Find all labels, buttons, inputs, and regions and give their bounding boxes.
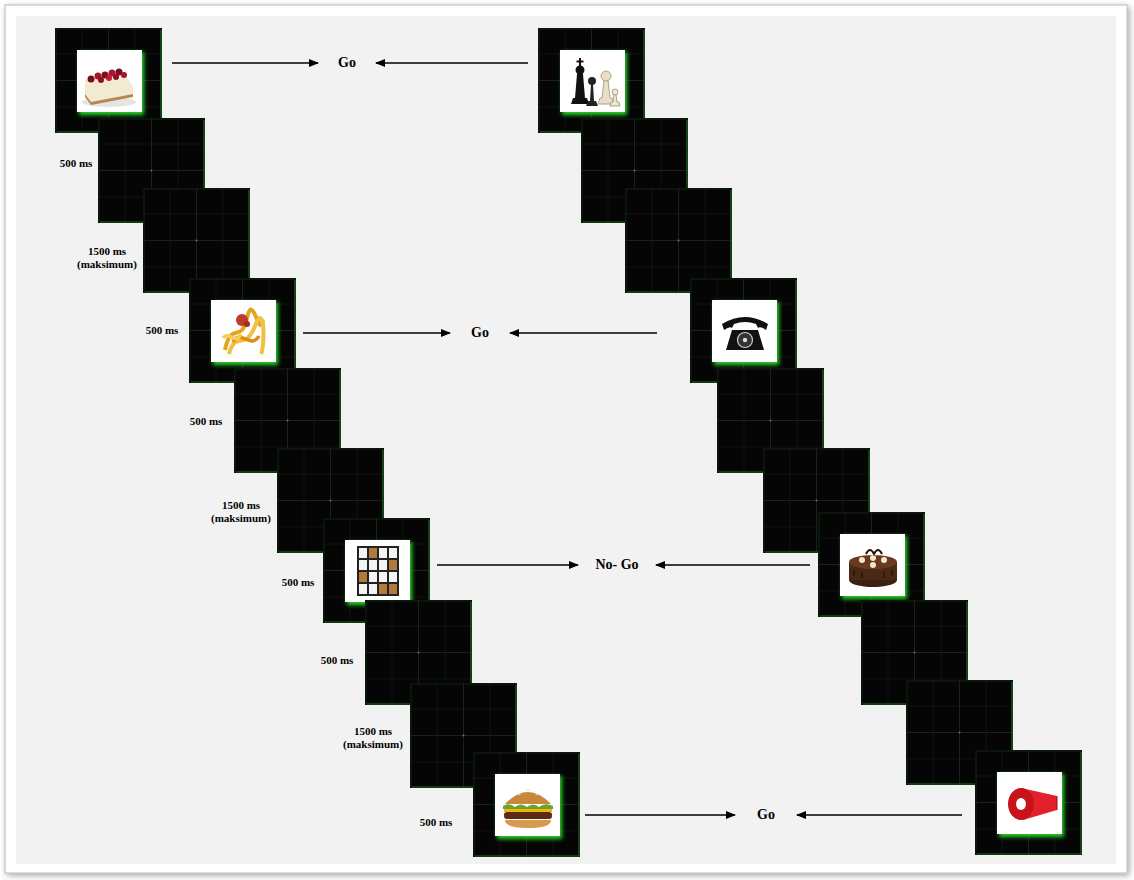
stimulus-screen	[690, 278, 797, 383]
arrow	[437, 564, 578, 566]
cheesecake-picture	[82, 69, 136, 108]
arrow	[172, 62, 318, 64]
hamburger-picture	[503, 789, 553, 828]
arrows	[172, 63, 962, 815]
tape-picture	[1008, 788, 1057, 820]
arrow	[376, 62, 528, 64]
chess-picture	[571, 58, 620, 106]
shelf-picture	[357, 546, 399, 596]
blank-screen	[625, 188, 732, 293]
frame	[5, 5, 1127, 873]
duration-label: 1500 ms (maksimum)	[206, 499, 276, 524]
stimulus-screen	[975, 750, 1082, 855]
duration-label: 1500 ms (maksimum)	[338, 725, 408, 750]
response-label: No- Go	[595, 557, 638, 573]
duration-label: 500 ms	[282, 576, 315, 589]
response-label: Go	[757, 807, 775, 823]
chocolate-cake-picture	[849, 550, 897, 587]
telephone-picture	[722, 317, 768, 350]
arrow	[510, 332, 657, 334]
duration-label: 500 ms	[420, 816, 453, 829]
panel	[16, 16, 1116, 864]
duration-label: 500 ms	[146, 324, 179, 337]
blank-screen	[143, 188, 250, 293]
arrow	[585, 814, 735, 816]
stimulus-screen	[473, 752, 580, 857]
response-label: Go	[471, 325, 489, 341]
arrow	[303, 332, 450, 334]
duration-label: 1500 ms (maksimum)	[72, 245, 142, 270]
arrow	[797, 814, 962, 816]
stimulus-screen	[538, 28, 645, 133]
response-label: Go	[338, 55, 356, 71]
stimulus-screen	[189, 278, 296, 383]
stimulus-screen	[55, 28, 162, 133]
arrow	[656, 564, 810, 566]
pasta-picture	[223, 310, 263, 354]
duration-label: 500 ms	[321, 654, 354, 667]
duration-label: 500 ms	[60, 157, 93, 170]
duration-label: 500 ms	[190, 415, 223, 428]
